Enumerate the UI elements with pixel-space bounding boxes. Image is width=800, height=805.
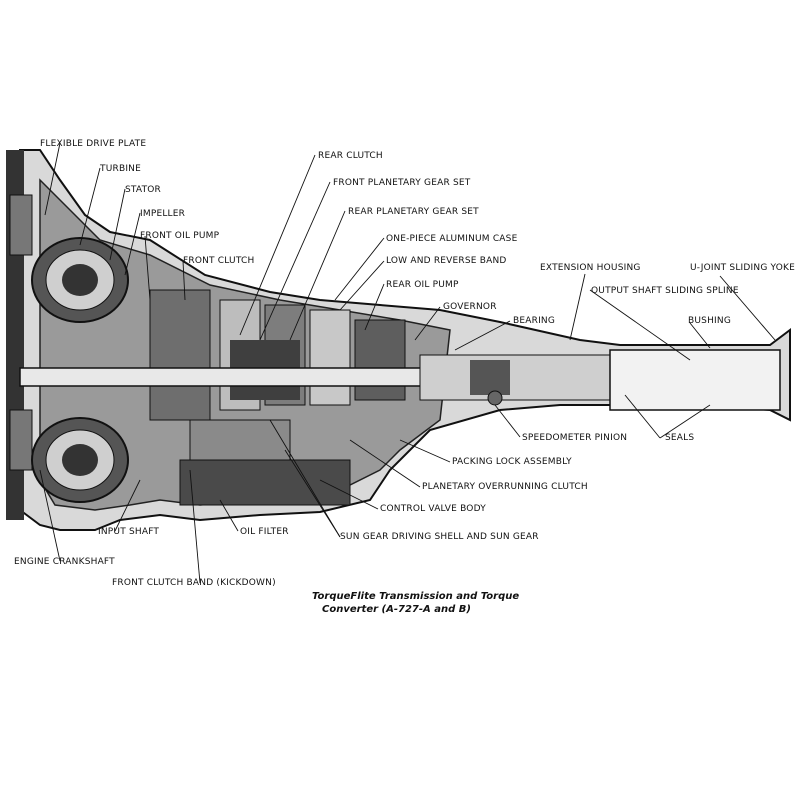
- label-oil-filter: OIL FILTER: [240, 527, 289, 537]
- label-stator: STATOR: [125, 185, 162, 195]
- label-front-oil-pump: FRONT OIL PUMP: [140, 231, 220, 241]
- label-front-clutch-band: FRONT CLUTCH BAND (KICKDOWN): [112, 578, 276, 588]
- label-rear-oil-pump: REAR OIL PUMP: [386, 280, 459, 290]
- flexible-drive-plate-shape: [6, 150, 33, 520]
- label-impeller: IMPELLER: [140, 209, 186, 219]
- clutch-and-gear-assembly: [149, 289, 406, 506]
- label-turbine: TURBINE: [100, 164, 141, 174]
- label-bearing: BEARING: [513, 316, 556, 326]
- label-front-clutch: FRONT CLUTCH: [183, 256, 255, 266]
- label-governor: GOVERNOR: [443, 302, 497, 312]
- caption-line-2: Converter (A-727-A and B): [322, 604, 471, 615]
- label-front-planetary-gear-set: FRONT PLANETARY GEAR SET: [333, 178, 471, 188]
- label-sun-gear-driving-shell: SUN GEAR DRIVING SHELL AND SUN GEAR: [340, 532, 539, 542]
- main-shaft: [19, 349, 781, 411]
- label-bushing: BUSHING: [688, 316, 732, 326]
- leader-lines: [39, 142, 776, 584]
- label-output-shaft-sliding-spline: OUTPUT SHAFT SLIDING SPLINE: [591, 286, 739, 296]
- torque-converter: [31, 237, 129, 503]
- label-u-joint-sliding-yoke: U-JOINT SLIDING YOKE: [690, 263, 796, 273]
- label-input-shaft: INPUT SHAFT: [98, 527, 160, 537]
- label-low-and-reverse-band: LOW AND REVERSE BAND: [386, 256, 507, 266]
- label-engine-crankshaft: ENGINE CRANKSHAFT: [14, 557, 115, 567]
- label-one-piece-aluminum-case: ONE-PIECE ALUMINUM CASE: [386, 234, 518, 244]
- diagram-caption: TorqueFlite Transmission and Torque Conv…: [312, 590, 519, 616]
- label-rear-clutch: REAR CLUTCH: [318, 151, 383, 161]
- label-flexible-drive-plate: FLEXIBLE DRIVE PLATE: [40, 139, 147, 149]
- label-control-valve-body: CONTROL VALVE BODY: [380, 504, 486, 514]
- label-packing-lock-assembly: PACKING LOCK ASSEMBLY: [452, 457, 572, 467]
- caption-line-1: TorqueFlite Transmission and Torque: [312, 591, 520, 602]
- label-speedometer-pinion: SPEEDOMETER PINION: [522, 433, 628, 443]
- label-extension-housing: EXTENSION HOUSING: [540, 263, 641, 273]
- label-rear-planetary-gear-set: REAR PLANETARY GEAR SET: [348, 207, 479, 217]
- label-planetary-overrunning-clutch: PLANETARY OVERRUNNING CLUTCH: [422, 482, 588, 492]
- label-seals: SEALS: [665, 433, 695, 443]
